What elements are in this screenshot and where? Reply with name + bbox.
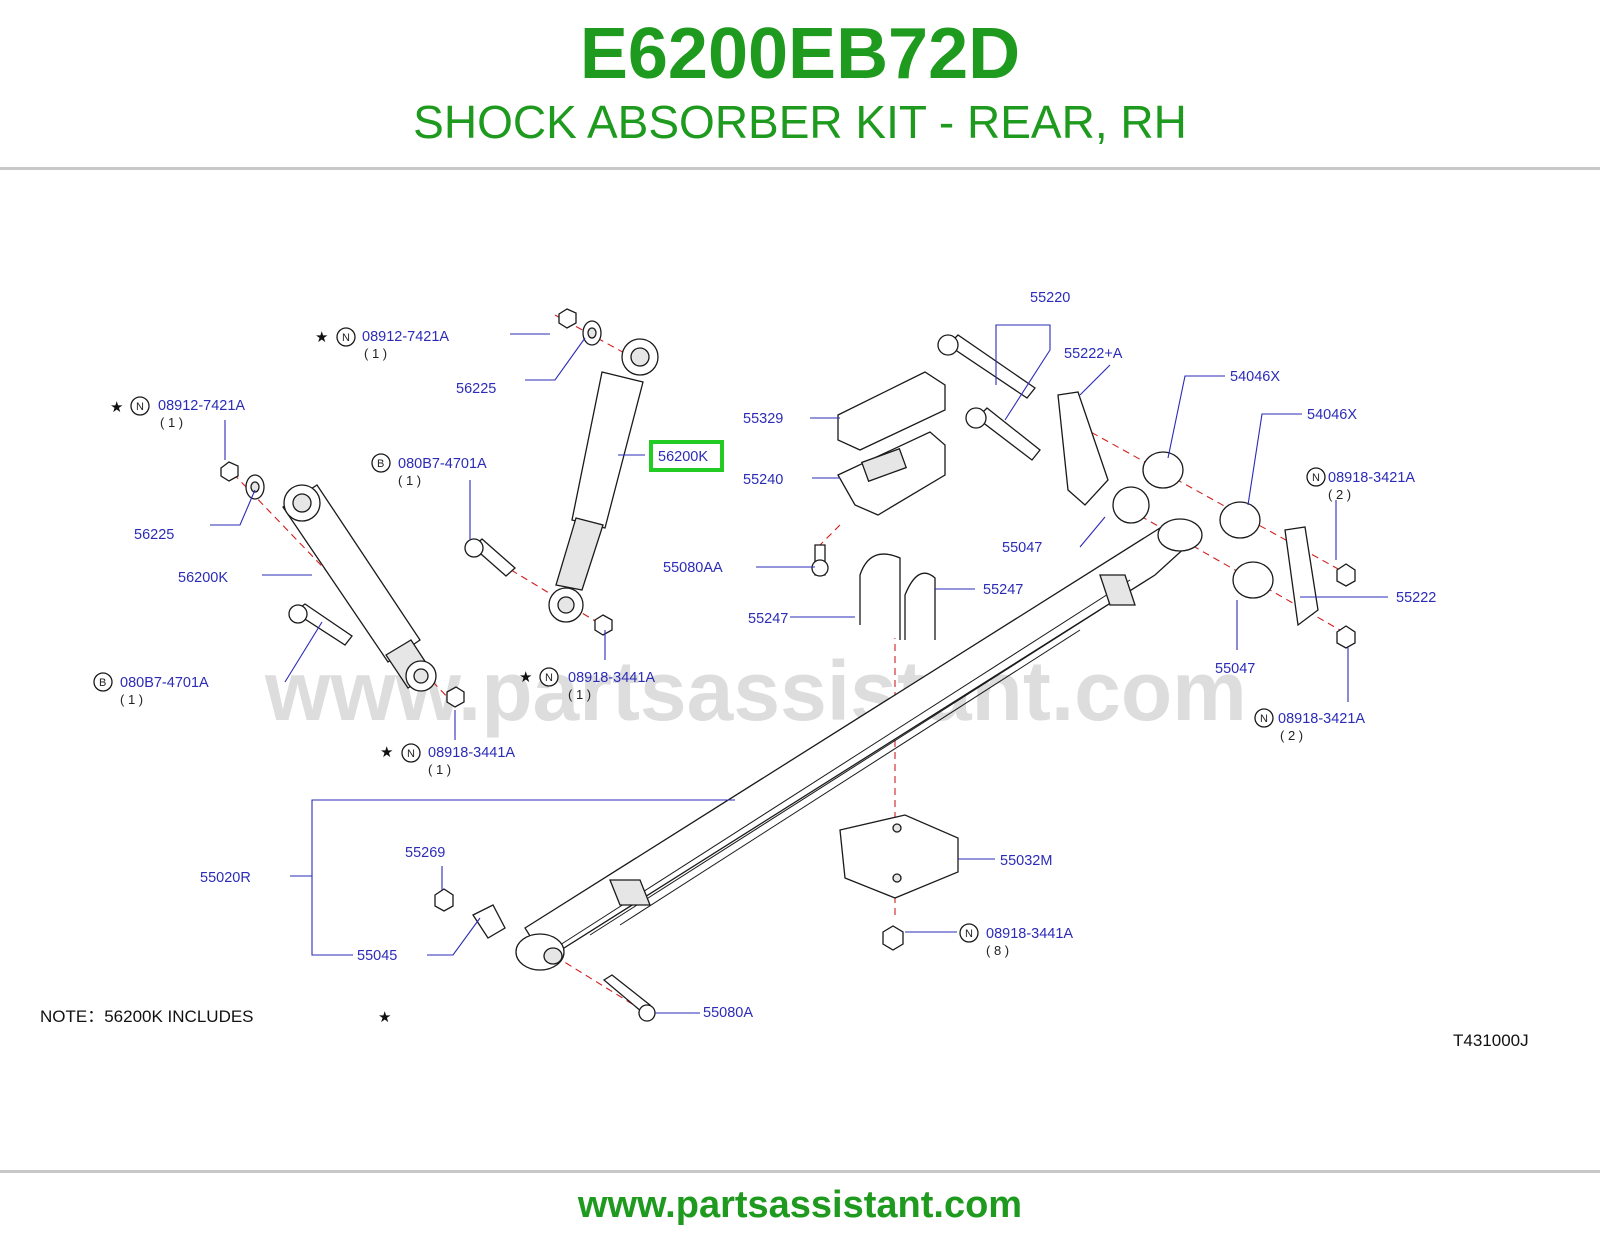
leaf-spring-assembly[interactable] <box>434 334 1356 1022</box>
watermark-text: www.partsassistant.com <box>264 644 1247 738</box>
mark-n: N <box>407 748 415 760</box>
label-08918-3441a-center[interactable]: 08918-3441A <box>568 670 655 686</box>
qty-08912-7421a-center: ( 1 ) <box>364 346 387 361</box>
label-55045[interactable]: 55045 <box>357 948 397 964</box>
star-marker: ★ <box>110 398 123 416</box>
highlight-box <box>649 440 724 472</box>
qty-08918-3421a-upper: ( 2 ) <box>1328 487 1351 502</box>
part-description: SHOCK ABSORBER KIT - REAR, RH <box>413 96 1187 148</box>
left-shock-absorber[interactable] <box>220 461 465 708</box>
label-08918-3421a-upper[interactable]: 08918-3421A <box>1328 470 1415 486</box>
mark-n: N <box>1260 713 1268 725</box>
parts-diagram: www.partsassistant.com <box>0 270 1600 1170</box>
label-08912-7421a-center[interactable]: 08912-7421A <box>362 329 449 345</box>
label-55020r[interactable]: 55020R <box>200 870 251 886</box>
label-55222[interactable]: 55222 <box>1396 590 1436 606</box>
qty-080b7-4701a-center: ( 1 ) <box>398 473 421 488</box>
footer-website[interactable]: www.partsassistant.com <box>577 1184 1023 1226</box>
diagram-code: T431000J <box>1453 1031 1529 1050</box>
note-star: ★ <box>378 1008 391 1026</box>
label-080b7-4701a-center[interactable]: 080B7-4701A <box>398 456 487 472</box>
qty-08918-3441a-center: ( 1 ) <box>568 687 591 702</box>
label-56225-center[interactable]: 56225 <box>456 381 496 397</box>
qty-08912-7421a-left: ( 1 ) <box>160 415 183 430</box>
label-55080aa[interactable]: 55080AA <box>663 560 723 576</box>
label-08918-3441a-left[interactable]: 08918-3441A <box>428 745 515 761</box>
label-56200k[interactable]: 56200K <box>178 570 228 586</box>
center-shock-absorber[interactable] <box>464 308 659 636</box>
label-55222-a[interactable]: 55222+A <box>1064 346 1123 362</box>
label-55080a[interactable]: 55080A <box>703 1005 753 1021</box>
label-55329[interactable]: 55329 <box>743 411 783 427</box>
label-55220[interactable]: 55220 <box>1030 290 1070 306</box>
mark-n: N <box>342 332 350 344</box>
label-55047-right[interactable]: 55047 <box>1215 661 1255 677</box>
label-54046x-upper[interactable]: 54046X <box>1230 369 1280 385</box>
label-08918-3421a-lower[interactable]: 08918-3421A <box>1278 711 1365 727</box>
part-labels: 55220 55222+A 54046X 54046X N 08918-3421… <box>40 290 1529 1050</box>
label-55240[interactable]: 55240 <box>743 472 783 488</box>
star-marker: ★ <box>380 743 393 761</box>
label-56200k-highlighted[interactable]: 56200K <box>658 449 708 465</box>
mark-n: N <box>965 928 973 940</box>
page-header: E6200EB72D SHOCK ABSORBER KIT - REAR, RH <box>0 0 1600 170</box>
label-55032m[interactable]: 55032M <box>1000 853 1052 869</box>
mark-b: B <box>99 677 106 689</box>
qty-08918-3441a-pad: ( 8 ) <box>986 943 1009 958</box>
mark-n: N <box>1312 472 1320 484</box>
label-55247-left[interactable]: 55247 <box>748 611 788 627</box>
label-080b7-4701a-left[interactable]: 080B7-4701A <box>120 675 209 691</box>
header-divider <box>0 167 1600 170</box>
label-55269[interactable]: 55269 <box>405 845 445 861</box>
part-number-title: E6200EB72D <box>579 14 1021 94</box>
leader-lines <box>210 324 1388 1014</box>
label-08918-3441a-pad[interactable]: 08918-3441A <box>986 926 1073 942</box>
qty-080b7-4701a-left: ( 1 ) <box>120 692 143 707</box>
qty-08918-3421a-lower: ( 2 ) <box>1280 728 1303 743</box>
mark-n: N <box>136 401 144 413</box>
label-55247-right[interactable]: 55247 <box>983 582 1023 598</box>
label-08912-7421a-left[interactable]: 08912-7421A <box>158 398 245 414</box>
exploded-view-diagram: www.partsassistant.com <box>40 290 1529 1050</box>
label-54046x-lower[interactable]: 54046X <box>1307 407 1357 423</box>
footer-divider <box>0 1170 1600 1173</box>
note-text: NOTE：56200K INCLUDES <box>40 1007 254 1026</box>
label-56225-left[interactable]: 56225 <box>134 527 174 543</box>
label-55047-left[interactable]: 55047 <box>1002 540 1042 556</box>
mark-b: B <box>377 458 384 470</box>
star-marker: ★ <box>519 668 532 686</box>
mark-n: N <box>545 672 553 684</box>
qty-08918-3441a-left: ( 1 ) <box>428 762 451 777</box>
star-marker: ★ <box>315 328 328 346</box>
